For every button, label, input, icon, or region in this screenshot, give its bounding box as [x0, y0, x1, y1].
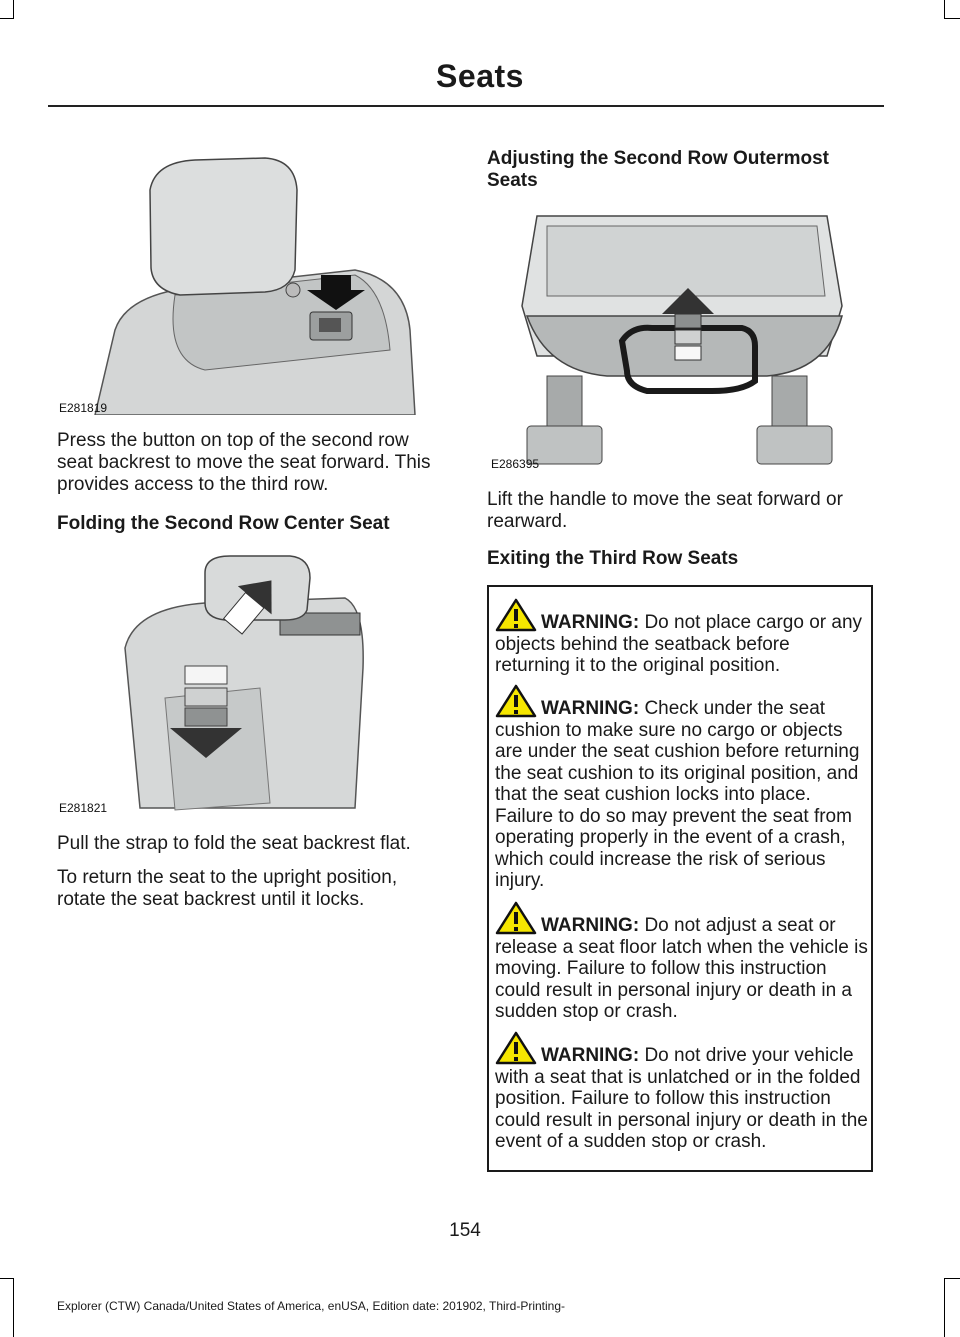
warning-triangle-icon [495, 598, 537, 632]
warning-text: Do not adjust a seat or release a seat f… [495, 915, 868, 1022]
body-text: To return the seat to the upright positi… [57, 867, 398, 910]
footer-text: Explorer (CTW) Canada/United States of A… [57, 1299, 566, 1313]
center-seat-drawing: E281821 [59, 555, 364, 815]
section-heading: Adjusting the Second Row Outermost Seats [487, 148, 830, 191]
warning-item: WARNING: Check under the seat cushion to… [495, 684, 869, 892]
warning-item: WARNING: Do not place cargo or any objec… [495, 598, 869, 677]
warning-triangle-icon [495, 901, 537, 935]
figure-id: E286395 [491, 457, 539, 471]
title-divider [48, 105, 884, 107]
figure-id: E281819 [59, 401, 107, 415]
illustration-seat-button: E281819 [55, 150, 450, 415]
page-number: 154 [449, 1220, 481, 1241]
warning-label: WARNING: [541, 1045, 640, 1066]
crop-mark [944, 1278, 960, 1279]
warning-text: Do not drive your vehicle with a seat th… [495, 1045, 868, 1152]
warning-label: WARNING: [541, 612, 640, 633]
seat-button-drawing: E281819 [59, 157, 416, 415]
page-title: Seats [436, 58, 524, 94]
crop-mark [13, 1278, 14, 1337]
crop-mark [944, 18, 960, 19]
crop-mark [0, 1278, 14, 1279]
crop-mark [944, 0, 945, 18]
warning-text: Do not place cargo or any objects behind… [495, 612, 863, 676]
section-heading: Folding the Second Row Center Seat [57, 513, 390, 534]
seat-handle-drawing: E286395 [491, 215, 843, 471]
warning-label: WARNING: [541, 698, 640, 719]
warning-box: WARNING: Do not place cargo or any objec… [487, 585, 873, 1172]
crop-mark [944, 1278, 945, 1337]
crop-mark [13, 0, 14, 18]
body-text: Press the button on top of the second ro… [57, 430, 431, 495]
warning-triangle-icon [495, 684, 537, 718]
figure-id: E281821 [59, 801, 107, 815]
warning-triangle-icon [495, 1031, 537, 1065]
illustration-seat-handle: E286395 [487, 196, 882, 474]
warning-label: WARNING: [541, 915, 640, 936]
warning-item: WARNING: Do not adjust a seat or release… [495, 901, 869, 1023]
section-heading: Exiting the Third Row Seats [487, 548, 739, 569]
warning-text: Check under the seat cushion to make sur… [495, 698, 860, 891]
crop-mark [0, 18, 14, 19]
body-text: Pull the strap to fold the seat backrest… [57, 833, 411, 854]
body-text: Lift the handle to move the seat forward… [487, 489, 843, 532]
illustration-center-seat-fold: E281821 [55, 548, 450, 818]
warning-item: WARNING: Do not drive your vehicle with … [495, 1031, 869, 1153]
